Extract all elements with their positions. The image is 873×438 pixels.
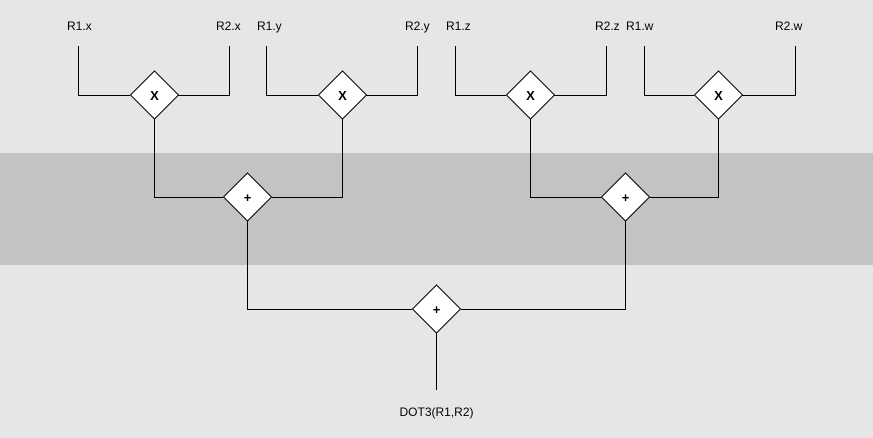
- wire-r2y: [366, 46, 418, 96]
- wire-r2w: [742, 46, 796, 96]
- input-label-r2w: R2.w: [775, 19, 803, 33]
- input-label-r2x: R2.x: [216, 19, 241, 33]
- wire-r2x: [178, 46, 230, 96]
- wire-r2z: [554, 46, 607, 96]
- add-node-final: +: [411, 284, 462, 334]
- wire-r1w: [644, 46, 694, 96]
- wire-mulx-to-addxy: [154, 119, 223, 198]
- multiply-node-z: X: [505, 70, 556, 120]
- wire-r1y: [266, 46, 318, 96]
- input-label-r1y: R1.y: [257, 19, 282, 33]
- wire-addxy-to-final: [247, 221, 412, 310]
- input-label-r2y: R2.y: [405, 19, 430, 33]
- multiply-node-x-symbol: X: [150, 88, 159, 103]
- multiply-node-w: X: [693, 70, 744, 120]
- input-label-r1w: R1.w: [626, 19, 654, 33]
- wire-muly-to-addxy: [272, 119, 343, 198]
- first-add-stage-band: [0, 153, 873, 265]
- multiply-stage-band: [0, 0, 873, 153]
- add-node-xy: +: [222, 172, 273, 222]
- wire-mulz-to-addzw: [530, 119, 601, 198]
- output-label: DOT3(R1,R2): [399, 405, 473, 419]
- multiply-node-z-symbol: X: [526, 88, 535, 103]
- wire-r1z: [455, 46, 506, 96]
- input-label-r1z: R1.z: [446, 19, 471, 33]
- multiply-node-w-symbol: X: [714, 88, 723, 103]
- input-label-r2z: R2.z: [595, 19, 620, 33]
- wire-mulw-to-addzw: [650, 119, 719, 198]
- add-node-final-symbol: +: [433, 302, 441, 317]
- multiply-node-y: X: [317, 70, 368, 120]
- wire-addzw-to-final: [461, 221, 626, 310]
- add-node-zw: +: [600, 172, 651, 222]
- multiply-node-x: X: [129, 70, 180, 120]
- add-node-zw-symbol: +: [622, 190, 630, 205]
- input-label-r1x: R1.x: [67, 19, 92, 33]
- wire-r1x: [78, 46, 130, 96]
- multiply-node-y-symbol: X: [338, 88, 347, 103]
- add-node-xy-symbol: +: [244, 190, 252, 205]
